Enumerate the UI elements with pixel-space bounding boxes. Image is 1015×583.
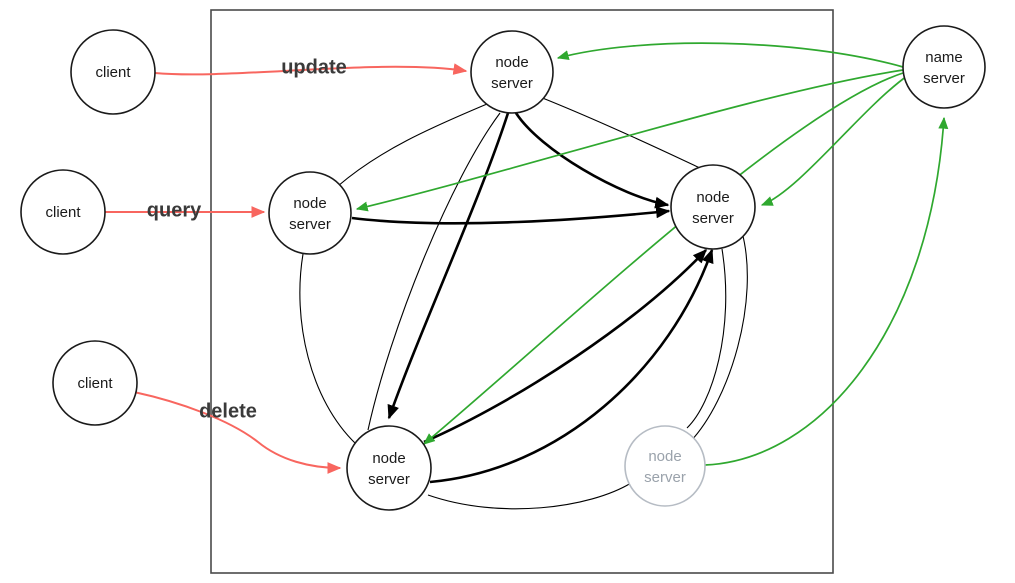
name-server-label-line1: name bbox=[925, 49, 963, 66]
node-server-label-line2: server bbox=[491, 75, 533, 92]
node-server-circle[interactable] bbox=[346, 425, 432, 511]
client-circle[interactable] bbox=[70, 29, 156, 115]
red-edge-client-update bbox=[154, 63, 468, 76]
ring-edges bbox=[299, 96, 748, 510]
green-edge-nameserver-to-node-bottom bbox=[423, 72, 904, 445]
node-server-label-line2: server bbox=[368, 471, 410, 488]
green-edge-nameserver-to-node-top bbox=[556, 42, 904, 68]
cluster-boundary-box bbox=[210, 9, 834, 574]
node-server-label-line2: server bbox=[692, 210, 734, 227]
node-server-label-line1: node bbox=[696, 189, 729, 206]
node-server-circle[interactable] bbox=[470, 30, 554, 114]
ring-edge-bottom-to-right-inner bbox=[423, 248, 707, 444]
node-server-label-line2: server bbox=[644, 469, 686, 486]
ring-edge-top-to-bottom bbox=[387, 112, 510, 420]
node-server-label-line1: node bbox=[648, 448, 681, 465]
operation-label-update: update bbox=[281, 56, 347, 78]
client-node-query[interactable]: client bbox=[20, 169, 106, 255]
client-node-update[interactable]: client bbox=[70, 29, 156, 115]
client-request-edges bbox=[105, 63, 468, 474]
client-label: client bbox=[95, 64, 131, 81]
ring-edge-right-down-contour bbox=[686, 248, 727, 429]
client-node-delete[interactable]: client bbox=[52, 340, 138, 426]
ring-edge-top-left bbox=[337, 103, 488, 187]
ring-edge-bottom-top-contour bbox=[367, 112, 501, 431]
node-server-label-line1: node bbox=[293, 195, 326, 212]
node-server-right[interactable]: node server bbox=[670, 164, 756, 250]
node-server-faded[interactable]: node server bbox=[624, 425, 706, 507]
ring-edge-top-right-outer bbox=[539, 96, 701, 169]
client-circle[interactable] bbox=[20, 169, 106, 255]
ring-edge-right-faded bbox=[689, 231, 748, 443]
ring-edge-left-to-right bbox=[351, 206, 671, 225]
operation-label-query: query bbox=[147, 199, 202, 221]
red-edge-client-delete bbox=[133, 391, 342, 474]
node-server-left[interactable]: node server bbox=[268, 171, 352, 255]
client-label: client bbox=[77, 375, 113, 392]
node-server-circle[interactable] bbox=[268, 171, 352, 255]
node-server-circle-faded[interactable] bbox=[624, 425, 706, 507]
green-edge-faded-node-to-nameserver bbox=[704, 116, 949, 466]
node-server-label-line2: server bbox=[289, 216, 331, 233]
ring-edge-bottom-faded bbox=[427, 482, 632, 510]
name-server-circle[interactable] bbox=[902, 25, 986, 109]
operation-label-delete: delete bbox=[199, 400, 257, 422]
node-server-circle[interactable] bbox=[670, 164, 756, 250]
ring-edge-left-bottom bbox=[299, 253, 357, 445]
name-server-edges bbox=[355, 42, 949, 466]
name-server-label-line2: server bbox=[923, 70, 965, 87]
node-server-label-line1: node bbox=[372, 450, 405, 467]
ring-edge-top-to-right bbox=[514, 112, 670, 209]
name-server-node[interactable]: name server bbox=[902, 25, 986, 109]
client-label: client bbox=[45, 204, 81, 221]
node-server-label-line1: node bbox=[495, 54, 528, 71]
ring-edge-bottom-to-right-outer bbox=[429, 248, 714, 484]
green-edge-nameserver-to-node-right bbox=[760, 75, 908, 206]
node-server-top[interactable]: node server bbox=[470, 30, 554, 114]
green-edge-nameserver-to-node-left bbox=[355, 69, 904, 212]
node-server-bottom[interactable]: node server bbox=[346, 425, 432, 511]
client-circle[interactable] bbox=[52, 340, 138, 426]
